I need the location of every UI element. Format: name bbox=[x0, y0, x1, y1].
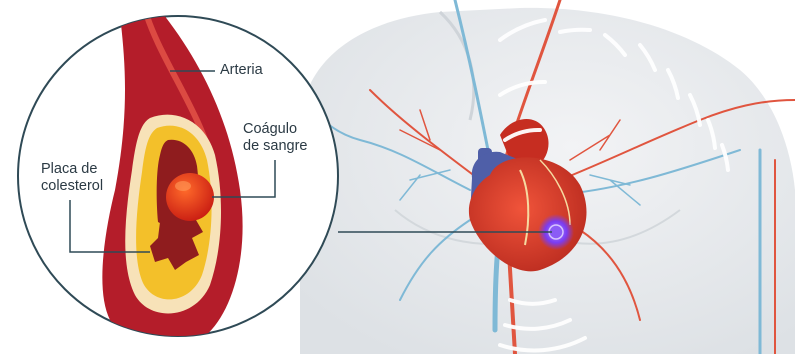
clot-label: Coágulo de sangre bbox=[243, 121, 308, 155]
plaque-label: Placa de colesterol bbox=[41, 161, 103, 195]
blood-clot bbox=[166, 173, 214, 221]
artery-label: Arteria bbox=[220, 62, 263, 79]
